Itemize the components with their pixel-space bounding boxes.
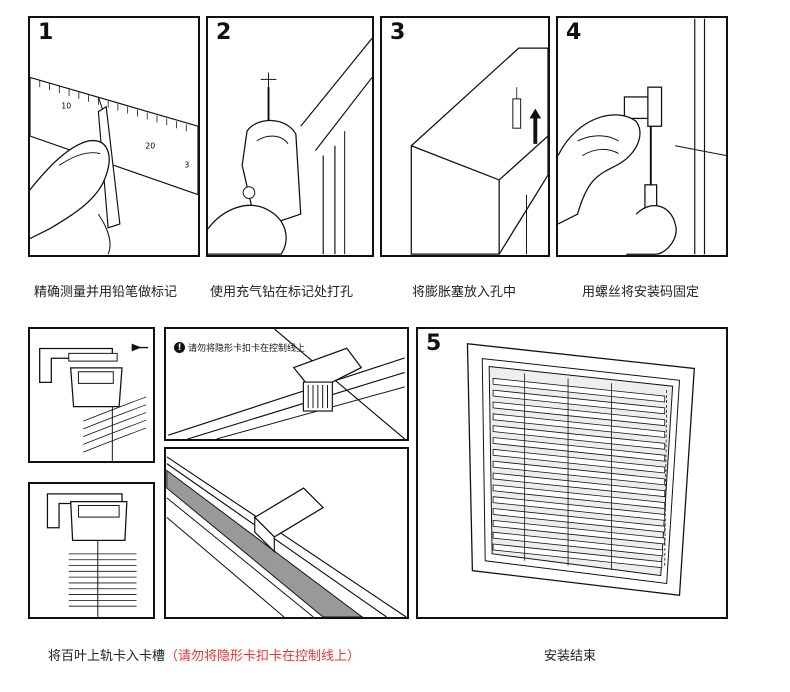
- anchor-illustration: [410, 47, 548, 255]
- clip-caption: 将百叶上轨卡入卡槽（请勿将隐形卡扣卡在控制线上）: [48, 645, 360, 664]
- step-2-caption: 使用充气钻在标记处打孔: [210, 285, 354, 300]
- clip-detail-panel-bottom: [28, 482, 155, 619]
- warning-icon: !: [174, 342, 185, 353]
- clip-caption-text: 将百叶上轨卡入卡槽: [48, 649, 166, 664]
- step-5-panel: 5: [416, 327, 728, 619]
- warning-label: ! 请勿将隐形卡扣卡在控制线上: [174, 341, 305, 354]
- ruler-mark-10: 10: [61, 102, 71, 111]
- step-5-caption: 安装结束: [544, 649, 597, 664]
- step-1-number: 1: [38, 20, 54, 45]
- step-1-caption: 精确测量并用铅笔做标记: [34, 285, 178, 300]
- bracket-illustration: [558, 18, 726, 255]
- step-2-panel: 2: [206, 16, 374, 257]
- drill-illustration: [208, 38, 372, 255]
- ruler-mark-3: 3: [184, 160, 189, 169]
- step-4-caption: 用螺丝将安装码固定: [582, 285, 700, 300]
- step-3-number: 3: [390, 20, 406, 45]
- clip-bottom-illustration: [46, 493, 137, 617]
- clip-top-illustration: [39, 343, 149, 461]
- step-4-panel: 4: [556, 16, 728, 257]
- rail-with-cord-illustration: [168, 329, 406, 439]
- step-5-number: 5: [426, 331, 442, 356]
- step-2-number: 2: [216, 20, 232, 45]
- step-1-panel: 10 20 3 1: [28, 16, 200, 257]
- rail-perspective-panel: [164, 447, 409, 619]
- clip-detail-panel-top: [28, 327, 155, 463]
- ruler-mark-20: 20: [145, 142, 155, 151]
- step-3-caption: 将膨胀塞放入孔中: [412, 285, 517, 300]
- finished-blind-illustration: [466, 343, 695, 597]
- clip-warning-caption: （请勿将隐形卡扣卡在控制线上）: [165, 649, 361, 664]
- step-4-number: 4: [566, 20, 582, 45]
- rail-perspective-illustration: [166, 456, 407, 617]
- warning-text: 请勿将隐形卡扣卡在控制线上: [188, 344, 306, 354]
- step-3-panel: 3: [380, 16, 550, 257]
- measure-illustration: 10 20 3: [30, 76, 198, 255]
- warning-inset-panel: ! 请勿将隐形卡扣卡在控制线上: [164, 327, 409, 441]
